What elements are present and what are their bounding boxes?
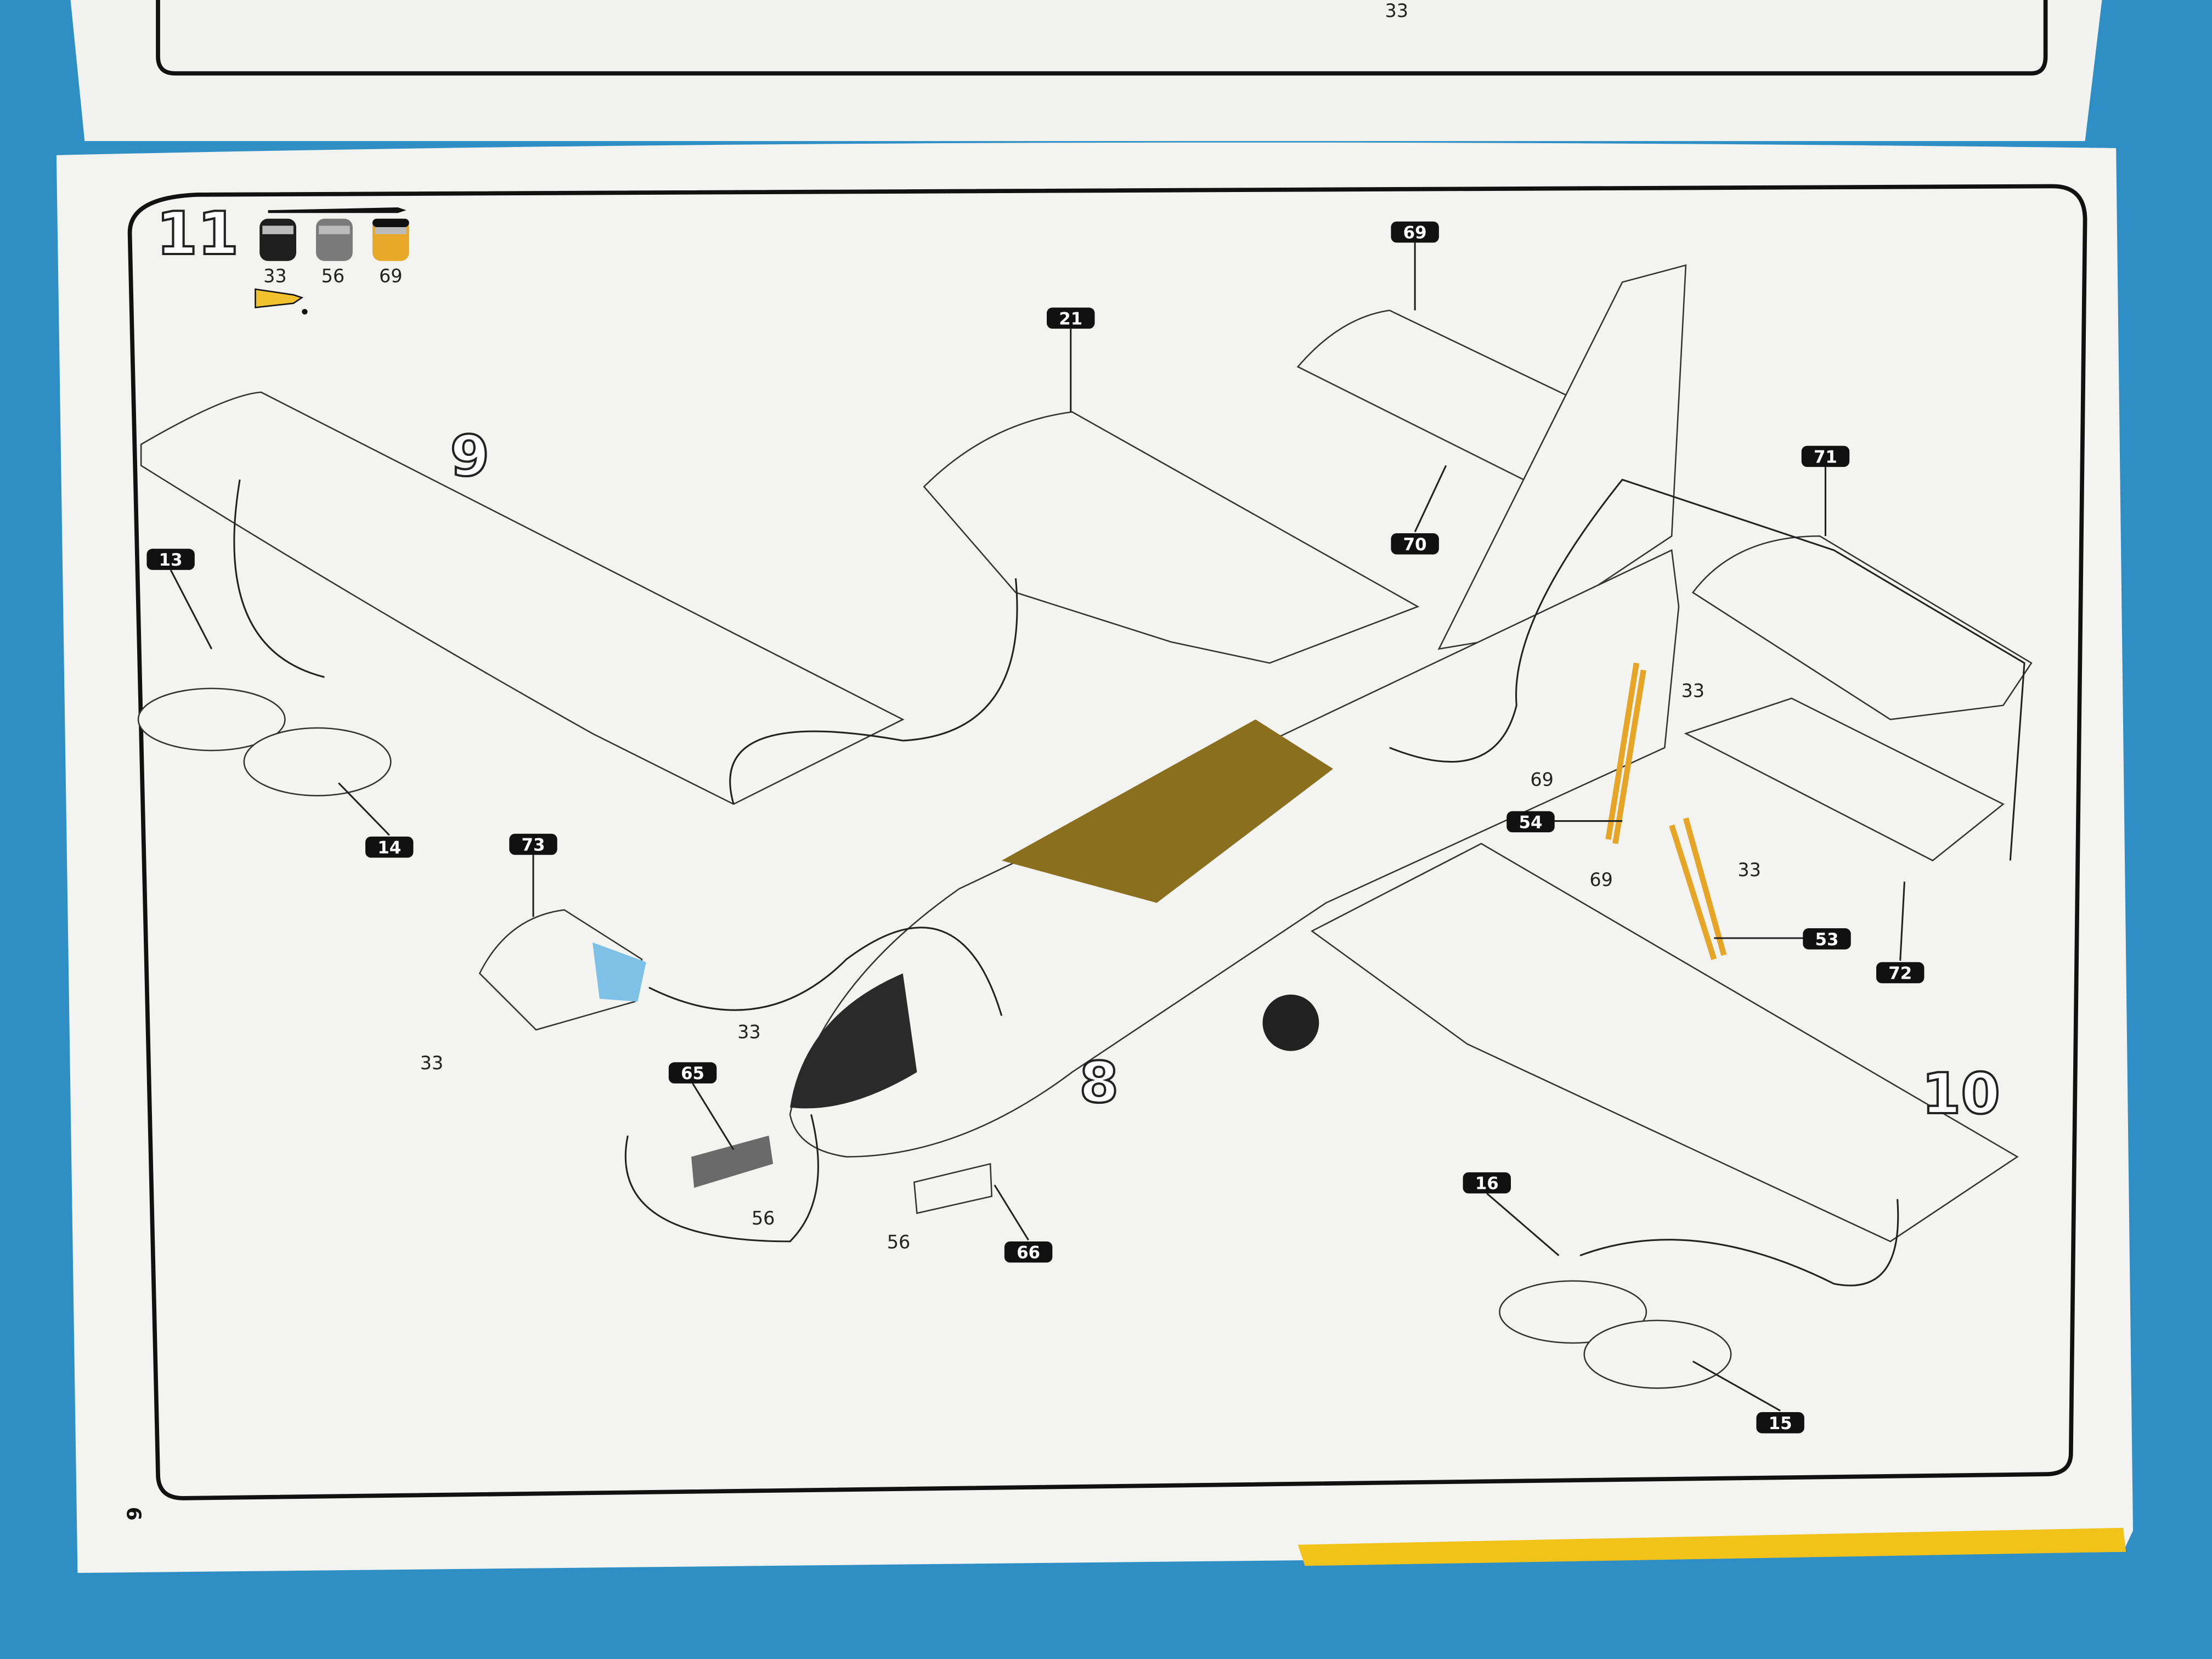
step-number: 11 bbox=[156, 200, 239, 268]
part-callout: 54 bbox=[1506, 811, 1555, 832]
paint-code: 56 bbox=[321, 265, 345, 286]
paint-label: 33 bbox=[1737, 859, 1761, 881]
svg-text:14: 14 bbox=[377, 838, 401, 858]
ladder-part-53 bbox=[1669, 817, 1727, 961]
right-stabilizer-part bbox=[1691, 535, 2033, 720]
svg-text:16: 16 bbox=[1475, 1174, 1499, 1194]
part-callout: 53 bbox=[1803, 928, 1851, 950]
assembly-number-left-wing: 9 bbox=[450, 424, 490, 489]
part-callout: 13 bbox=[146, 549, 195, 570]
assembly-number-fuselage: 8 bbox=[1079, 1050, 1119, 1115]
main-wheel bbox=[1262, 994, 1319, 1051]
svg-text:21: 21 bbox=[1059, 309, 1082, 329]
svg-text:54: 54 bbox=[1519, 812, 1543, 832]
left-float-part-13 bbox=[137, 687, 286, 752]
cabin-interior bbox=[1001, 719, 1333, 903]
part-callout: 65 bbox=[668, 1062, 717, 1084]
paint-label: 69 bbox=[1589, 869, 1613, 890]
svg-text:70: 70 bbox=[1403, 535, 1427, 555]
part-callout: 14 bbox=[365, 836, 414, 858]
right-float-part-15 bbox=[1583, 1319, 1732, 1389]
part-66 bbox=[913, 1163, 993, 1215]
part-callout: 21 bbox=[1047, 307, 1095, 329]
ladder-part-54 bbox=[1605, 662, 1646, 844]
part-callout: 69 bbox=[1391, 221, 1439, 243]
page-number: 6 bbox=[122, 1507, 144, 1521]
part-callout: 71 bbox=[1801, 445, 1850, 467]
right-wing-part bbox=[1310, 843, 2019, 1243]
paint-label: 33 bbox=[737, 1022, 761, 1043]
canopy-glass bbox=[592, 942, 646, 1002]
fuselage-part bbox=[789, 549, 1680, 1158]
svg-text:71: 71 bbox=[1814, 447, 1837, 467]
svg-text:72: 72 bbox=[1888, 964, 1912, 984]
part-callout: 15 bbox=[1756, 1412, 1804, 1434]
left-stabilizer-part bbox=[1296, 309, 1567, 481]
previous-step-frame bbox=[156, 0, 2048, 76]
paintbrush-icon bbox=[268, 207, 407, 213]
left-wing-part bbox=[140, 391, 905, 805]
glue-tube-icon bbox=[255, 288, 308, 315]
svg-text:13: 13 bbox=[159, 550, 183, 570]
right-stabilizer-lower-part bbox=[1684, 697, 2005, 862]
svg-text:65: 65 bbox=[681, 1064, 704, 1084]
paint-label: 56 bbox=[752, 1207, 775, 1229]
part-65 bbox=[691, 1136, 774, 1188]
assembly-number-right-wing: 10 bbox=[1922, 1062, 2000, 1127]
svg-text:73: 73 bbox=[522, 836, 545, 855]
left-float-part-14 bbox=[243, 727, 392, 797]
svg-text:15: 15 bbox=[1769, 1414, 1792, 1434]
step-frame bbox=[127, 184, 2087, 1500]
part-callout: 73 bbox=[509, 833, 557, 855]
nose-interior bbox=[790, 973, 917, 1109]
right-float-part-16 bbox=[1499, 1280, 1647, 1344]
part-callout: 66 bbox=[1004, 1241, 1053, 1263]
paint-label: 69 bbox=[1530, 769, 1554, 790]
part-callout: 70 bbox=[1391, 533, 1439, 555]
paint-code: 69 bbox=[379, 265, 403, 286]
part-callout: 72 bbox=[1876, 962, 1925, 984]
paint-jar-icon bbox=[372, 218, 409, 261]
paint-label: 33 bbox=[1681, 680, 1705, 701]
svg-text:69: 69 bbox=[1403, 223, 1427, 243]
center-wing-part bbox=[923, 411, 1420, 664]
paint-jar-icon bbox=[259, 218, 296, 261]
paint-jar-icon bbox=[316, 218, 353, 261]
svg-text:53: 53 bbox=[1815, 930, 1839, 950]
svg-text:66: 66 bbox=[1017, 1243, 1040, 1263]
paint-label: 33 bbox=[420, 1052, 444, 1074]
part-callout: 16 bbox=[1463, 1172, 1511, 1194]
cockpit-canopy-part bbox=[478, 909, 643, 1031]
paint-label: 56 bbox=[887, 1232, 911, 1253]
yellow-page-edge bbox=[1297, 1527, 2126, 1566]
previous-step-label: 33 bbox=[1385, 0, 1408, 21]
paint-code: 33 bbox=[263, 265, 287, 286]
previous-page bbox=[70, 0, 2102, 142]
